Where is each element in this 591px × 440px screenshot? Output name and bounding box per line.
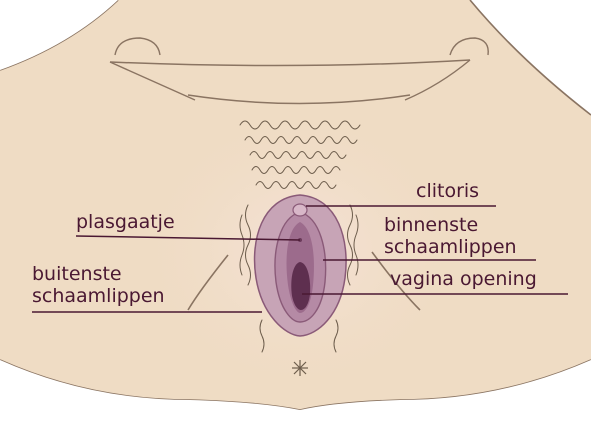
anus bbox=[292, 360, 308, 376]
label-binnenste-schaamlippen: binnenste schaamlippen bbox=[384, 214, 517, 258]
pubic-hair bbox=[239, 120, 361, 353]
label-vagina-opening: vagina opening bbox=[390, 268, 537, 290]
left-upper-corner bbox=[0, 0, 118, 70]
clitoris-shape bbox=[292, 203, 308, 217]
belly-left bbox=[109, 61, 196, 101]
right-knee bbox=[449, 37, 489, 56]
right-upper-corner bbox=[470, 0, 591, 115]
vaginal-opening-shape bbox=[291, 262, 311, 310]
label-plasgaatje: plasgaatje bbox=[76, 211, 175, 233]
label-buitenste-line1: buitenste bbox=[32, 263, 122, 285]
right-groin-crease bbox=[371, 251, 421, 311]
belly-right bbox=[404, 59, 471, 101]
label-clitoris: clitoris bbox=[416, 180, 480, 202]
label-buitenste-line2: schaamlippen bbox=[32, 285, 165, 307]
label-binnenste-line2: schaamlippen bbox=[384, 236, 517, 258]
leader-lines bbox=[32, 205, 568, 313]
left-groin-crease bbox=[187, 254, 229, 311]
bottom-white bbox=[0, 360, 591, 440]
label-buitenste-schaamlippen: buitenste schaamlippen bbox=[32, 263, 165, 307]
left-knee bbox=[114, 37, 161, 56]
right-thigh-outline bbox=[469, 0, 591, 116]
leader-plasgaatje bbox=[75, 235, 301, 241]
belly-fold bbox=[109, 59, 471, 67]
label-binnenste-line1: binnenste bbox=[384, 214, 479, 236]
